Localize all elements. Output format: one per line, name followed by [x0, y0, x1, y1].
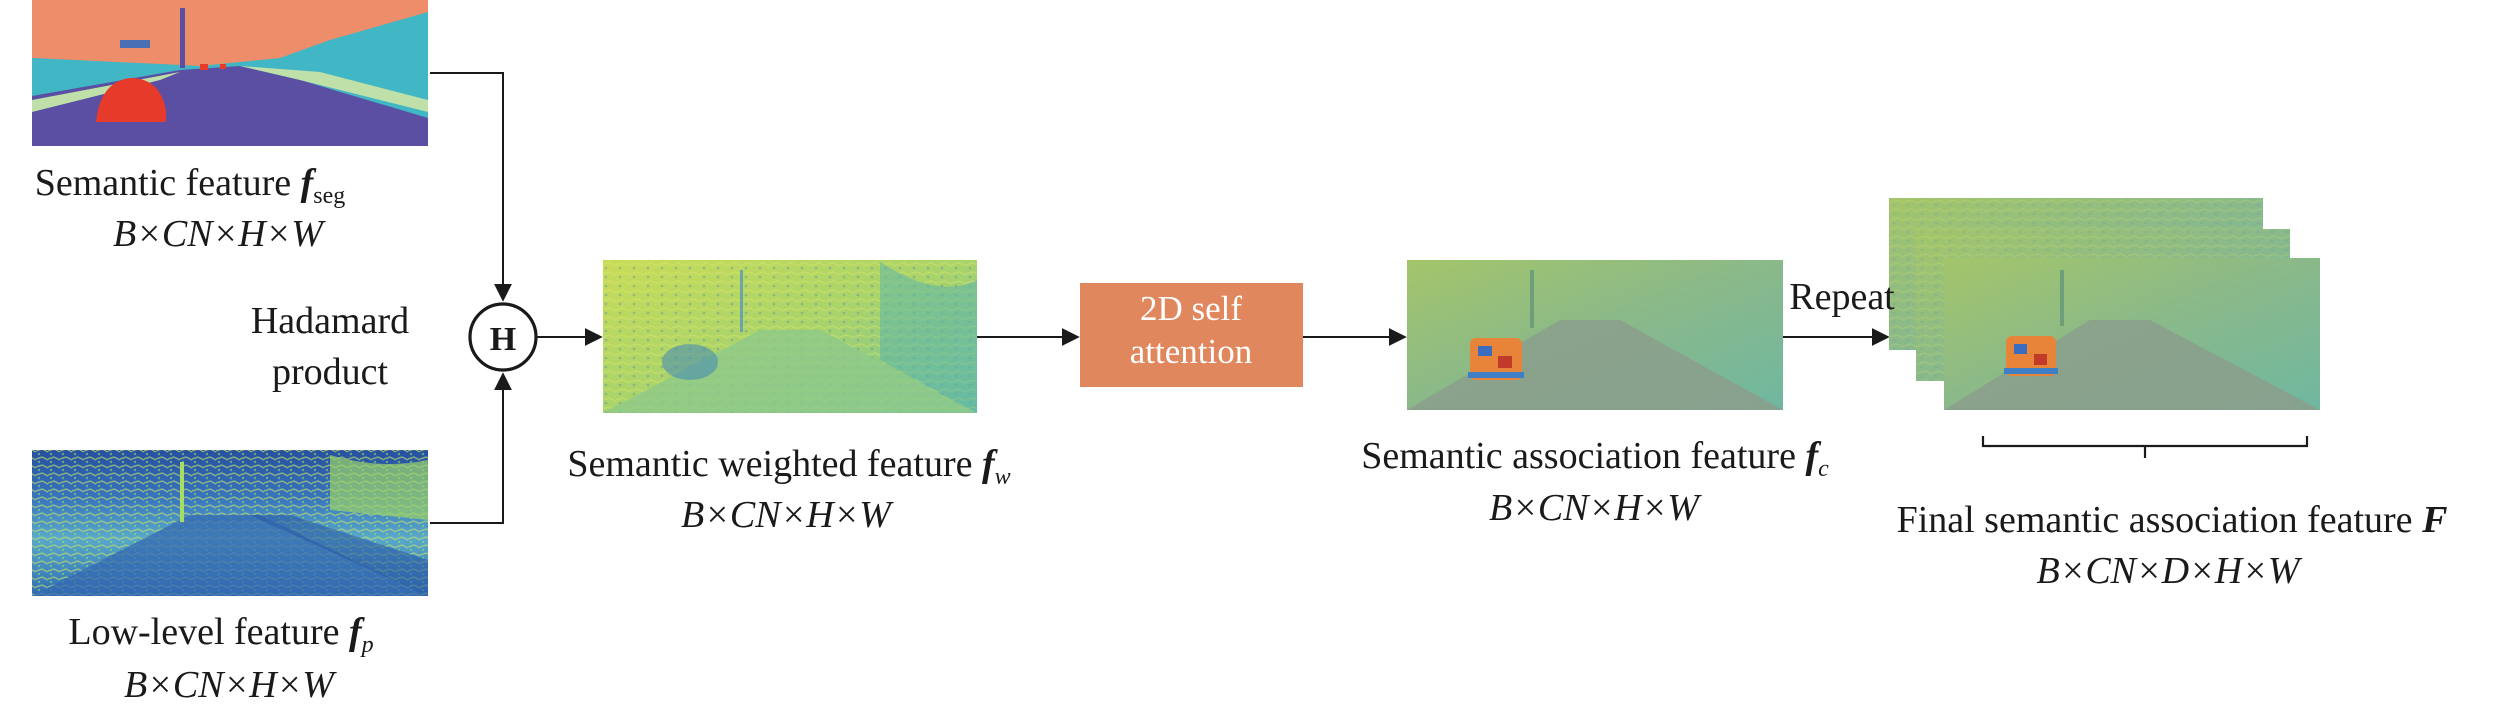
final-layer-front [1944, 258, 2320, 410]
attention-box: 2D self attention [1080, 283, 1303, 387]
final-feature-label: Final semantic association feature F [1897, 499, 2448, 541]
hadamard-label-line1: Hadamard [251, 300, 409, 342]
association-feature-image [1407, 260, 1783, 410]
final-feature-dims: B×CN×D×H×W [2036, 550, 2302, 592]
connector-lines [430, 72, 1890, 524]
semantic-feature-label: Semantic feature fseg [35, 162, 346, 209]
low-level-feature-image [32, 450, 428, 596]
hadamard-node: H [468, 302, 538, 372]
weighted-feature-label: Semantic weighted feature fw [567, 443, 1010, 490]
low-level-feature-dims: B×CN×H×W [124, 664, 337, 706]
car-blob [1468, 338, 1524, 380]
repeat-label: Repeat [1789, 276, 1895, 318]
semantic-feature-image [32, 0, 428, 146]
association-feature-dims: B×CN×H×W [1489, 487, 1702, 529]
final-feature-stack [1889, 198, 2320, 458]
low-level-feature-label: Low-level feature fp [68, 611, 373, 658]
seg-to-hadamard-arrow [430, 72, 512, 302]
semantic-feature-dims: B×CN×H×W [113, 213, 326, 255]
depth-brace [1981, 436, 2309, 458]
association-feature-label: Semantic association feature fc [1361, 435, 1829, 482]
attention-label-line1: 2D self [1140, 289, 1242, 328]
weighted-feature-dims: B×CN×H×W [681, 494, 894, 536]
weighted-feature-image [603, 260, 977, 413]
hadamard-label-line2: product [272, 351, 389, 393]
hadamard-symbol: H [490, 321, 516, 358]
low-to-hadamard-arrow [430, 372, 512, 524]
attention-label-line2: attention [1130, 332, 1252, 371]
